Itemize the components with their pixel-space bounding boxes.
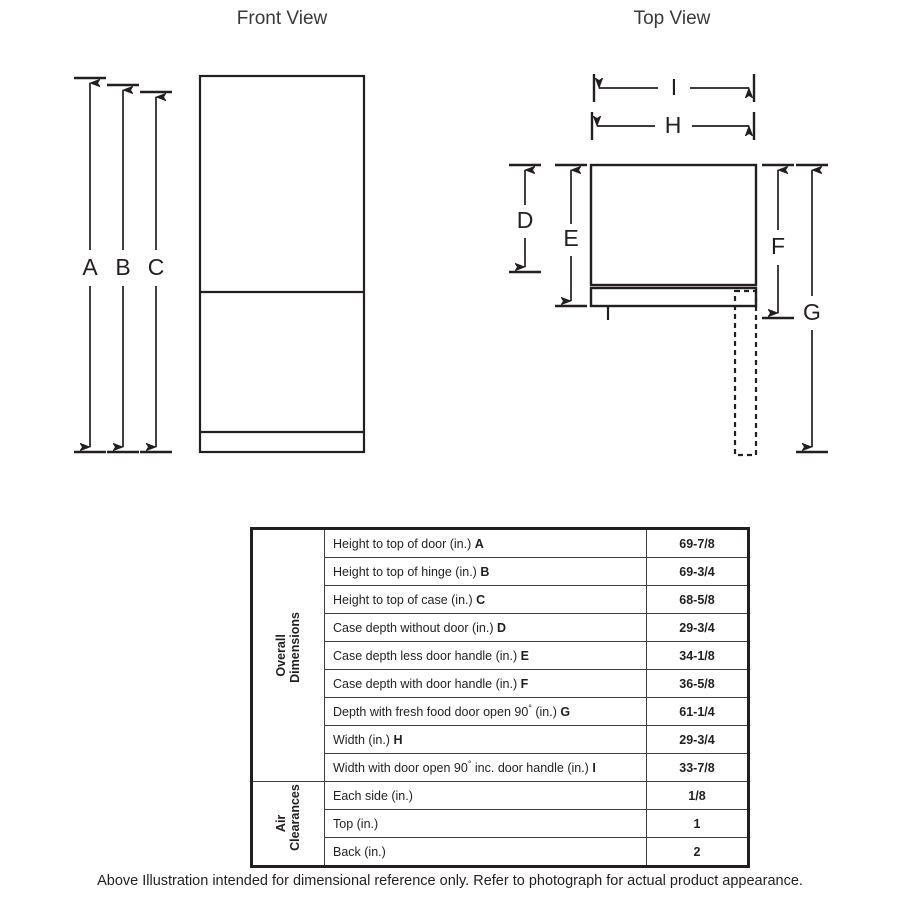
front-view-cabinet bbox=[198, 74, 366, 454]
top-open-door-outline bbox=[733, 289, 758, 457]
spec-description: Case depth less door handle (in.) E bbox=[324, 641, 647, 670]
desc-text: Height to top of hinge (in.) bbox=[333, 564, 477, 579]
degree-symbol: ° bbox=[467, 759, 472, 770]
dimension-label-b: B bbox=[115, 254, 130, 280]
spec-value: 69-7/8 bbox=[646, 528, 749, 558]
desc-key: F bbox=[520, 676, 529, 691]
group-label-line2: Dimensions bbox=[288, 612, 303, 683]
dimensions-spec-table: Overall Dimensions Height to top of door… bbox=[250, 527, 750, 868]
spec-value: 61-1/4 bbox=[646, 697, 749, 726]
spec-description: Depth with fresh food door open 90° (in.… bbox=[324, 697, 647, 726]
desc-text-cont: (in.) bbox=[531, 705, 557, 720]
desc-key: B bbox=[480, 564, 490, 579]
spec-description: Height to top of hinge (in.) B bbox=[324, 557, 647, 586]
spec-value: 29-3/4 bbox=[646, 725, 749, 754]
desc-text: Case depth with door handle (in.) bbox=[333, 676, 518, 691]
desc-text: Case depth without door (in.) bbox=[333, 620, 494, 635]
table-row: Air Clearances Each side (in.) 1/8 bbox=[251, 781, 749, 867]
front-cabinet-outline bbox=[198, 74, 366, 454]
dimension-label-c: C bbox=[148, 254, 165, 280]
spec-description: Case depth without door (in.) D bbox=[324, 613, 647, 642]
desc-key: E bbox=[520, 648, 529, 663]
desc-key: D bbox=[497, 620, 507, 635]
desc-key: A bbox=[474, 536, 484, 551]
spec-value: 68-5/8 bbox=[646, 585, 749, 614]
desc-text: Height to top of case (in.) bbox=[333, 592, 473, 607]
spec-description: Height to top of case (in.) C bbox=[324, 585, 647, 614]
desc-key: H bbox=[393, 732, 403, 747]
group-label-air-clearances: Air Clearances bbox=[251, 781, 325, 867]
top-view-title: Top View bbox=[633, 8, 711, 29]
table-row: Depth with fresh food door open 90° (in.… bbox=[252, 697, 749, 726]
group-label-line1: Air bbox=[274, 814, 289, 833]
dimension-label-d: D bbox=[517, 207, 534, 233]
spec-value: 36-5/8 bbox=[646, 669, 749, 698]
spec-value: 2 bbox=[646, 837, 749, 867]
spec-description: Width (in.) H bbox=[324, 725, 647, 754]
spec-description: Each side (in.) bbox=[324, 781, 647, 810]
table-row: Case depth with door handle (in.) F 36-5… bbox=[252, 669, 749, 698]
spec-value: 29-3/4 bbox=[646, 613, 749, 642]
table-row: Width (in.) H 29-3/4 bbox=[252, 725, 749, 754]
dimension-arrow-b: B bbox=[107, 83, 139, 454]
spec-description: Case depth with door handle (in.) F bbox=[324, 669, 647, 698]
dimension-arrow-a: A bbox=[74, 76, 106, 454]
dimension-drawing: A B C bbox=[74, 74, 828, 457]
desc-text: Case depth less door handle (in.) bbox=[333, 648, 518, 663]
spec-value: 1/8 bbox=[646, 781, 749, 810]
spec-value: 33-7/8 bbox=[646, 753, 749, 782]
degree-symbol: ° bbox=[528, 703, 532, 714]
top-view-cabinet bbox=[589, 163, 758, 457]
dimension-arrow-i: I bbox=[592, 74, 756, 102]
table-row: Case depth without door (in.) D 29-3/4 bbox=[252, 613, 749, 642]
desc-key: C bbox=[476, 592, 486, 607]
dimension-label-i: I bbox=[671, 74, 677, 100]
desc-text: Width with door open 90 bbox=[333, 761, 468, 776]
spec-description: Height to top of door (in.) A bbox=[324, 528, 647, 558]
table-row: Top (in.) 1 bbox=[252, 809, 749, 838]
spec-description: Top (in.) bbox=[324, 809, 647, 838]
dimension-label-h: H bbox=[665, 112, 682, 138]
footer-disclaimer: Above Illustration intended for dimensio… bbox=[97, 873, 803, 889]
dimension-arrow-f: F bbox=[762, 163, 794, 320]
dimension-arrow-e: E bbox=[555, 163, 587, 308]
table-row: Width with door open 90° inc. door handl… bbox=[252, 753, 749, 782]
spec-value: 69-3/4 bbox=[646, 557, 749, 586]
spec-value: 34-1/8 bbox=[646, 641, 749, 670]
table-row: Height to top of hinge (in.) B 69-3/4 bbox=[252, 557, 749, 586]
table-row: Overall Dimensions Height to top of door… bbox=[251, 528, 749, 782]
dimension-label-a: A bbox=[82, 254, 98, 280]
group-label-line2: Clearances bbox=[288, 784, 303, 851]
spec-description: Width with door open 90° inc. door handl… bbox=[324, 753, 647, 782]
table-row: Back (in.) 2 bbox=[252, 837, 749, 867]
desc-text: Depth with fresh food door open 90 bbox=[333, 705, 529, 720]
table-row: Height to top of case (in.) C 68-5/8 bbox=[252, 585, 749, 614]
spec-value: 1 bbox=[646, 809, 749, 838]
desc-key: G bbox=[560, 705, 571, 720]
spec-description: Back (in.) bbox=[324, 837, 647, 867]
front-view-title: Front View bbox=[236, 8, 328, 29]
dimension-arrow-h: H bbox=[590, 112, 756, 140]
dimension-label-f: F bbox=[771, 233, 785, 259]
desc-text: Width (in.) bbox=[333, 732, 390, 747]
group-label-line1: Overall bbox=[274, 634, 289, 677]
top-door-strip bbox=[589, 286, 758, 308]
dimension-label-e: E bbox=[563, 225, 578, 251]
dimension-arrow-g: G bbox=[796, 163, 828, 454]
table-row: Case depth less door handle (in.) E 34-1… bbox=[252, 641, 749, 670]
dimension-arrow-d: D bbox=[509, 163, 541, 274]
top-cabinet-outline bbox=[589, 163, 758, 287]
desc-key: I bbox=[592, 761, 596, 776]
desc-text: Height to top of door (in.) bbox=[333, 536, 472, 551]
desc-text-cont: inc. door handle (in.) bbox=[471, 761, 589, 776]
dimension-label-g: G bbox=[803, 299, 821, 325]
group-label-overall-dimensions: Overall Dimensions bbox=[251, 528, 325, 782]
dimension-arrow-c: C bbox=[140, 90, 172, 454]
